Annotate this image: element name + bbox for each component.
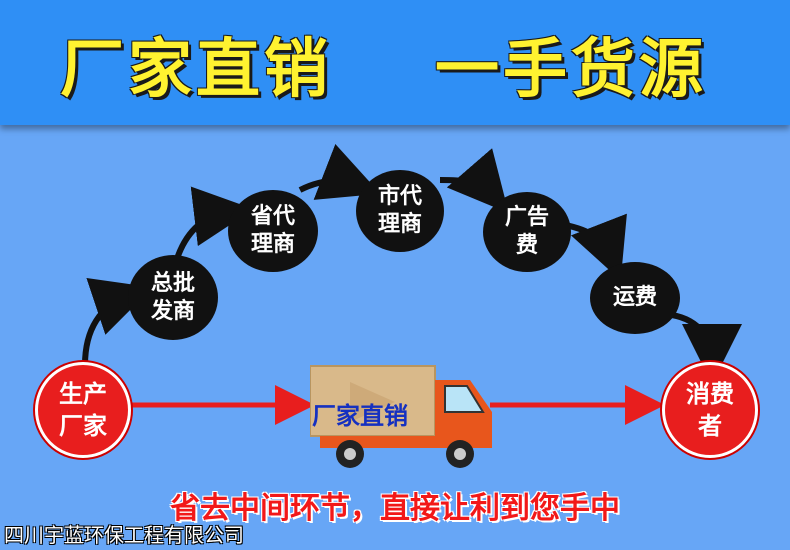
banner-title-right: 一手货源 <box>435 33 707 107</box>
header-banner: 厂家直销 一手货源 <box>0 0 790 125</box>
node-wholesaler-line1: 总批 <box>150 270 195 296</box>
node-consumer-line2: 者 <box>698 412 722 440</box>
banner-title-left: 厂家直销 <box>60 33 332 107</box>
node-wholesaler-line2: 发商 <box>150 298 195 324</box>
slogan: 省去中间环节，直接让利到您手中 <box>170 491 620 526</box>
node-advertising-line1: 广告 <box>504 205 549 230</box>
node-advertising: 广告 费 <box>483 192 571 272</box>
node-consumer: 消费 者 <box>662 362 758 458</box>
node-provincial-line2: 理商 <box>250 232 295 257</box>
node-advertising-line2: 费 <box>515 233 538 258</box>
arrow-shipping-to-consumer <box>671 312 742 384</box>
arrow-provincial-to-city <box>298 144 381 200</box>
node-wholesaler: 总批 发商 <box>128 255 218 340</box>
company-name: 四川宇蓝环保工程有限公司 <box>4 523 244 547</box>
node-provincial-line1: 省代 <box>250 204 295 229</box>
node-city: 市代 理商 <box>356 170 444 252</box>
node-producer-line1: 生产 <box>59 380 107 408</box>
node-city-line2: 理商 <box>377 212 422 237</box>
arrow-producer-to-wholesaler <box>82 277 153 366</box>
node-city-line1: 市代 <box>377 184 422 209</box>
arrow-advertising-to-shipping <box>564 213 627 281</box>
node-producer: 生产 厂家 <box>35 362 131 458</box>
arrow-city-to-advertising <box>439 148 509 214</box>
truck-icon <box>310 365 492 468</box>
node-consumer-line1: 消费 <box>686 380 734 408</box>
truck-label: 厂家直销 <box>312 402 408 430</box>
node-shipping: 运费 <box>590 262 680 334</box>
node-shipping-line1: 运费 <box>612 285 657 310</box>
node-producer-line2: 厂家 <box>59 412 107 440</box>
node-provincial: 省代 理商 <box>228 190 318 272</box>
